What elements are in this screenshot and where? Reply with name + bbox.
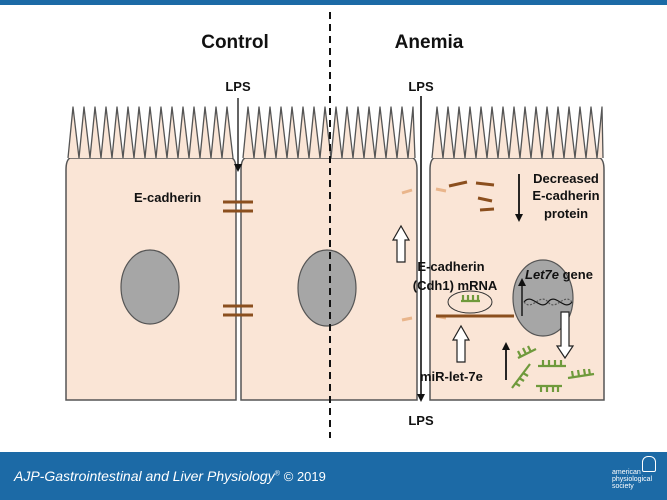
logo-line-1: american	[612, 469, 641, 476]
anemia-cell	[429, 106, 605, 401]
ecadherin-junction-bottom	[223, 304, 253, 317]
mirna-2	[538, 360, 566, 368]
gene-label: Let7e gene	[525, 267, 593, 282]
lps-anemia-top-label: LPS	[408, 79, 434, 94]
degraded-cadherin-fragments	[448, 180, 495, 212]
lps-control-label: LPS	[225, 79, 251, 94]
gene-label-italic: Let7e	[525, 267, 559, 282]
mrna-hollow-arrow	[391, 224, 411, 263]
mirna-4	[567, 368, 595, 380]
gene-hollow-arrow	[555, 311, 575, 360]
mirna-1	[517, 345, 537, 359]
registered-mark: ®	[274, 470, 280, 478]
mrna-label-1: E-cadherin	[417, 259, 484, 274]
mrna-label-2: (Cdh1) mRNA	[413, 278, 498, 293]
decreased-label-1: Decreased	[533, 171, 599, 186]
footer-bar: AJP-Gastrointestinal and Liver Physiolog…	[0, 452, 667, 500]
ecadherin-junction-top	[223, 200, 253, 213]
journal-title: AJP-Gastrointestinal and Liver Physiolog…	[14, 468, 275, 484]
top-accent-bar	[0, 0, 667, 5]
mir-label: miR-let-7e	[420, 369, 483, 384]
journal-name: AJP-Gastrointestinal and Liver Physiolog…	[14, 468, 326, 484]
control-cell-left	[65, 106, 237, 401]
dna-helix	[523, 298, 573, 306]
ecadherin-label: E-cadherin	[134, 190, 201, 205]
nucleus-middle	[297, 249, 357, 327]
anemia-title: Anemia	[395, 32, 464, 53]
microvilli-right	[431, 106, 604, 159]
diagram: Control Anemia LPS LPS LPS E-cadherin De…	[65, 12, 605, 438]
logo-line-2: physiological	[612, 476, 653, 483]
mrna-binding-oval	[447, 290, 493, 314]
nucleus-left	[120, 249, 180, 325]
lps-anemia-bottom-label: LPS	[408, 413, 434, 428]
logo-line-3: society	[612, 483, 634, 490]
aps-logo-icon	[642, 456, 656, 472]
gene-label-rest: gene	[559, 267, 593, 282]
mirna-hollow-arrow	[451, 324, 471, 363]
copyright: © 2019	[283, 469, 326, 484]
decreased-label-3: protein	[544, 206, 588, 221]
nucleus-right	[512, 259, 574, 337]
mirna-5	[511, 363, 531, 389]
mirna-3	[536, 384, 562, 392]
microvilli-left	[67, 106, 234, 159]
mirna-combs	[511, 345, 595, 392]
aps-logo: american physiological society	[612, 455, 658, 497]
bound-mirna	[461, 295, 480, 303]
decreased-label-2: E-cadherin	[532, 188, 599, 203]
control-title: Control	[201, 32, 269, 53]
